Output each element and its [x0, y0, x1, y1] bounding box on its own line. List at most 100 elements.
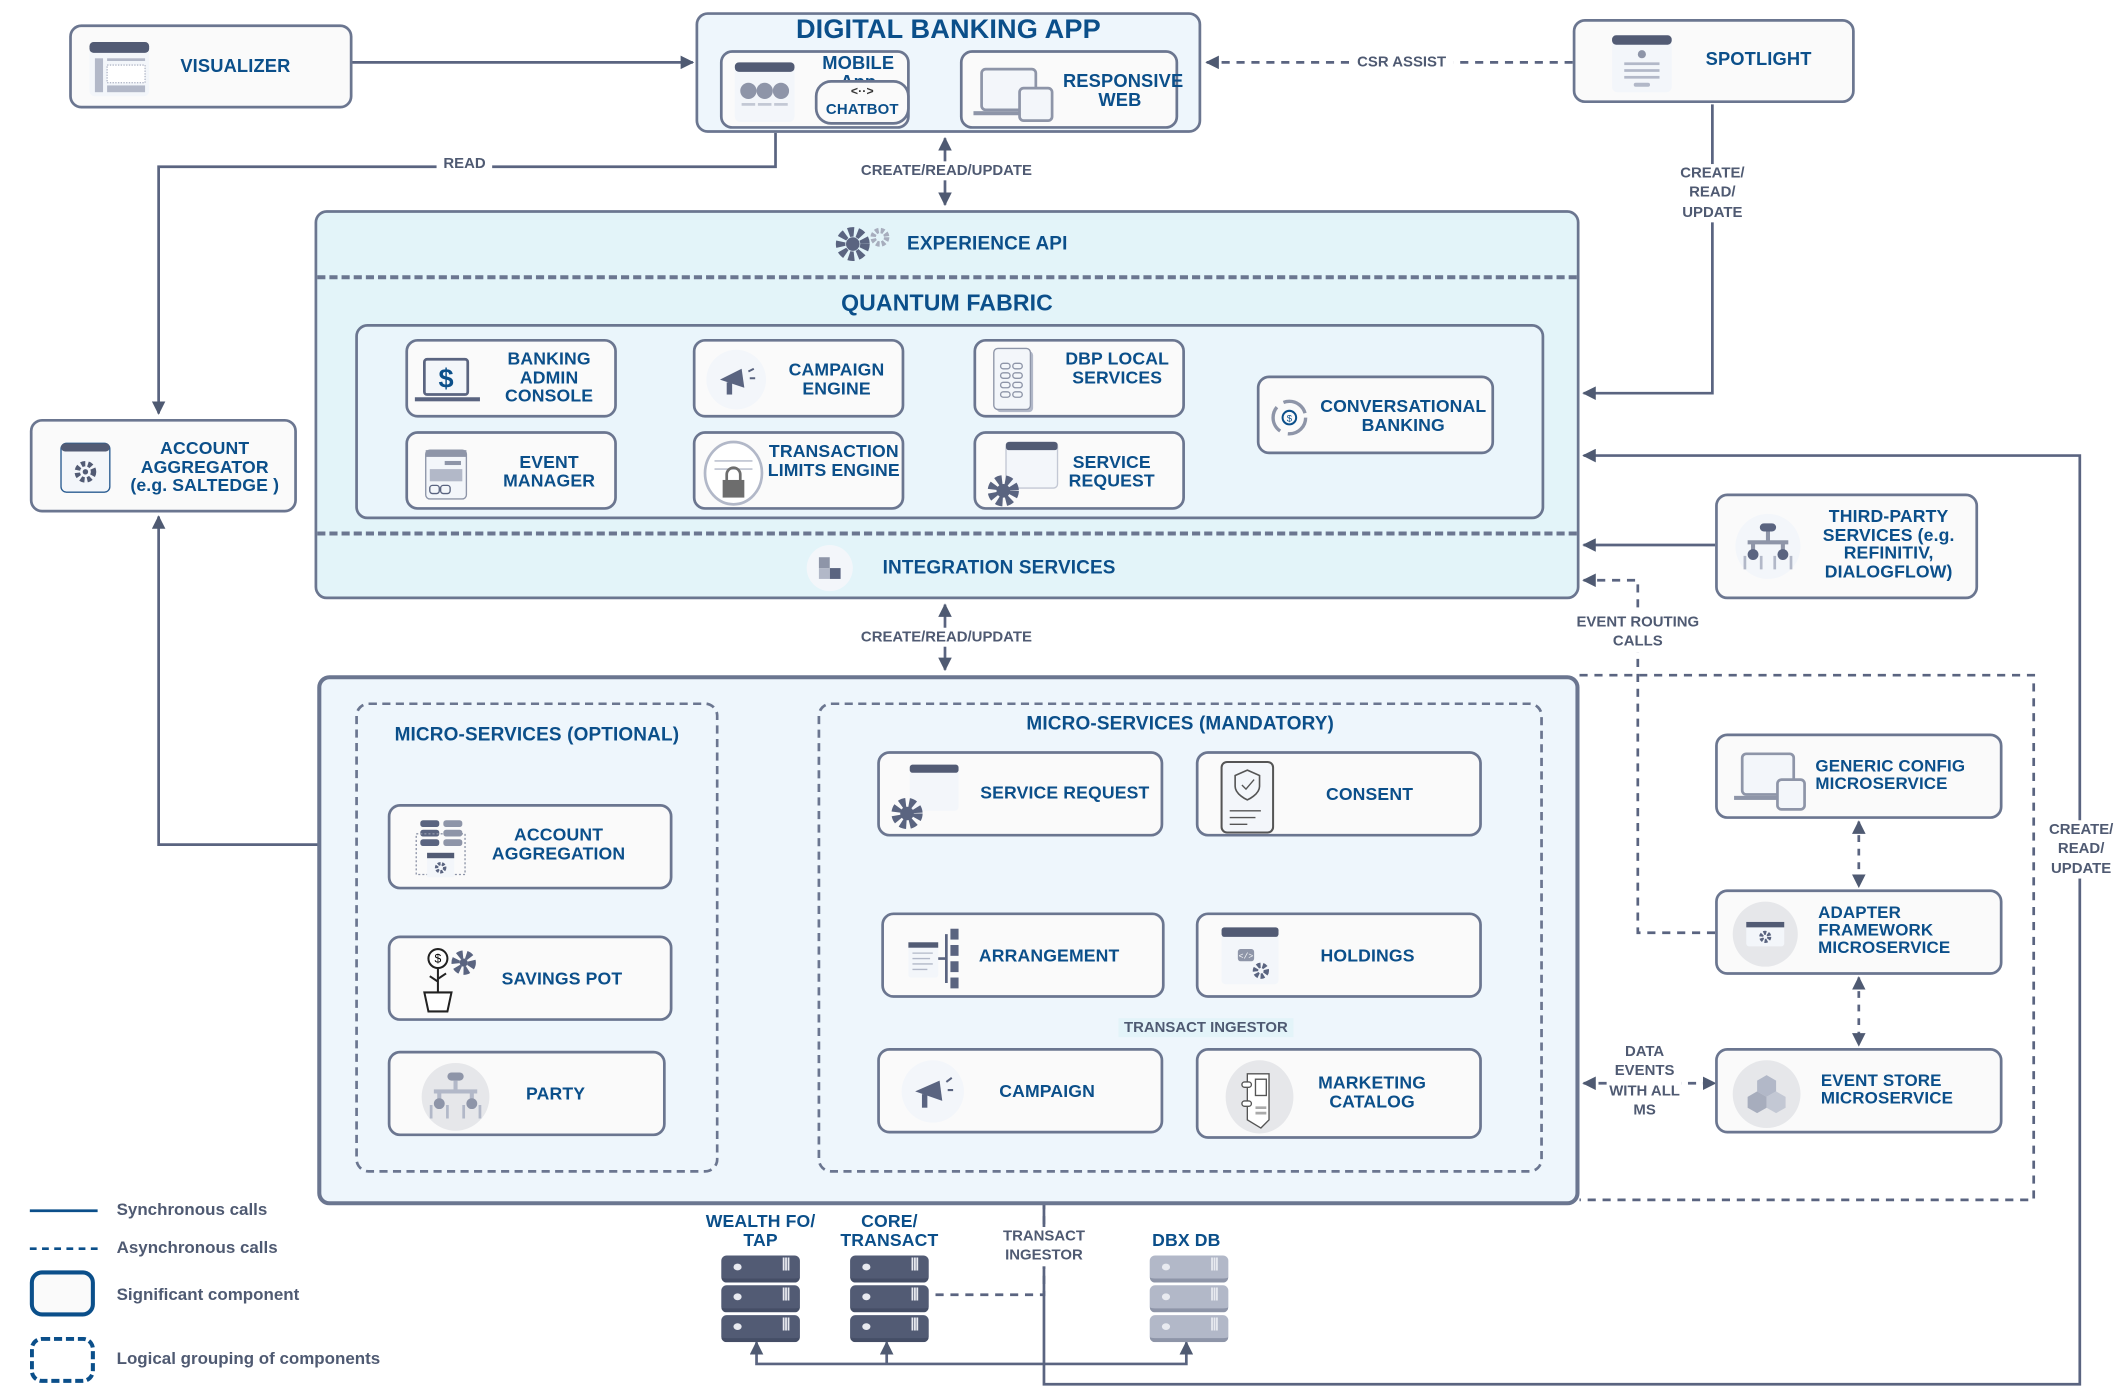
consent-box[interactable]: CONSENT — [1195, 751, 1482, 837]
campaign-label: CAMPAIGN — [999, 1080, 1095, 1101]
devices-icon — [1734, 752, 1806, 811]
experience-divider — [317, 275, 1577, 280]
digital-banking-app-title: DIGITAL BANKING APP — [795, 14, 1101, 45]
crud-top-label: CREATE/READ/UPDATE — [856, 161, 1036, 181]
qf-service-request-box[interactable]: SERVICE REQUEST — [973, 431, 1185, 510]
quantum-fabric-title: QUANTUM FABRIC — [841, 290, 1053, 316]
settings-window-icon — [891, 764, 959, 830]
event-store-label: EVENT STORE MICROSERVICE — [1820, 1071, 1954, 1108]
wealth-server-icon[interactable] — [721, 1255, 800, 1344]
holdings-label: HOLDINGS — [1320, 944, 1415, 966]
holdings-box[interactable]: </> HOLDINGS — [1195, 912, 1482, 998]
mobile-app-box[interactable]: MOBILE App <··> CHATBOT — [719, 50, 910, 129]
side-group-boundary — [1579, 673, 2036, 1202]
digital-banking-app-box[interactable]: DIGITAL BANKING APP MOBILE App <··> CHAT… — [695, 12, 1202, 133]
megaphone-icon — [706, 349, 767, 410]
third-party-services-box[interactable]: THIRD-PARTY SERVICES (e.g. REFINITIV, DI… — [1715, 493, 1979, 600]
legend-significant-swatch — [29, 1270, 95, 1317]
account-aggregator-label: ACCOUNT AGGREGATOR (e.g. SALTEDGE ) — [130, 437, 280, 496]
svg-text:$: $ — [1287, 414, 1293, 425]
chatbot-box[interactable]: <··> CHATBOT — [814, 79, 910, 125]
dbp-local-services-box[interactable]: DBP LOCAL SERVICES — [973, 338, 1185, 418]
integration-divider — [317, 531, 1577, 536]
campaign-engine-label: CAMPAIGN ENGINE — [788, 359, 885, 399]
mobile-app-icon — [734, 62, 795, 123]
list-tree-icon — [908, 928, 959, 989]
chatbot-label: CHATBOT — [825, 101, 899, 118]
optional-group: MICRO-SERVICES (OPTIONAL) — [355, 702, 719, 1173]
legend-significant-label: Significant component — [116, 1285, 300, 1305]
marketing-catalog-box[interactable]: MARKETING CATALOG — [1195, 1048, 1482, 1139]
settings-window-icon — [987, 441, 1059, 507]
savings-pot-label: SAVINGS POT — [501, 968, 623, 989]
qf-service-request-label: SERVICE REQUEST — [1068, 451, 1155, 491]
banking-admin-console-box[interactable]: $ BANKING ADMIN CONSOLE — [405, 338, 617, 418]
arrangement-box[interactable]: ARRANGEMENT — [881, 912, 1165, 998]
optional-group-title: MICRO-SERVICES (OPTIONAL) — [394, 722, 680, 745]
transaction-limits-engine-label: TRANSACTION LIMITS ENGINE — [767, 440, 900, 480]
transaction-limits-engine-box[interactable]: TRANSACTION LIMITS ENGINE — [692, 431, 905, 510]
laptop-dollar-icon: $ — [414, 357, 480, 402]
adapter-framework-box[interactable]: ADAPTER FRAMEWORK MICROSERVICE — [1715, 889, 2003, 975]
legend-sync-label: Synchronous calls — [116, 1199, 268, 1219]
core-label: CORE/ TRANSACT — [840, 1210, 939, 1250]
svg-text:$: $ — [435, 952, 442, 966]
generic-config-box[interactable]: GENERIC CONFIG MICROSERVICE — [1715, 733, 2003, 819]
conversational-banking-box[interactable]: $ CONVERSATIONAL BANKING — [1256, 375, 1495, 455]
ms-service-request-box[interactable]: SERVICE REQUEST — [877, 751, 1164, 837]
consent-label: CONSENT — [1325, 783, 1414, 804]
arrangement-label: ARRANGEMENT — [978, 944, 1120, 966]
transact-ingestor-outer-label: TRANSACT INGESTOR — [995, 1226, 1093, 1266]
savings-pot-box[interactable]: $ SAVINGS POT — [387, 935, 673, 1021]
microservices-container: MICRO-SERVICES (OPTIONAL) MICRO-SERVICES… — [317, 675, 1580, 1206]
transact-ingestor-inner-label: TRANSACT INGESTOR — [1118, 1018, 1294, 1038]
cubes-icon — [1732, 1060, 1801, 1129]
responsive-web-box[interactable]: RESPONSIVE WEB — [959, 50, 1184, 129]
data-events-label: DATA EVENTS WITH ALL MS — [1607, 1042, 1682, 1121]
crud-mid-label: CREATE/READ/UPDATE — [856, 627, 1036, 648]
keypad-device-icon — [993, 347, 1034, 413]
campaign-engine-box[interactable]: CAMPAIGN ENGINE — [692, 338, 905, 418]
banking-admin-console-label: BANKING ADMIN CONSOLE — [505, 348, 594, 406]
visualizer-label: VISUALIZER — [180, 55, 291, 76]
right-crud-line — [1042, 448, 2082, 1386]
window-layout-icon — [89, 42, 150, 97]
read-label: READ — [436, 154, 493, 174]
spotlight-crud-line — [1582, 104, 1714, 400]
account-aggregator-box[interactable]: ACCOUNT AGGREGATOR (e.g. SALTEDGE ) — [29, 418, 297, 513]
catalog-icon — [1225, 1060, 1294, 1134]
settings-window-icon — [60, 442, 111, 493]
document-icon — [1612, 35, 1672, 93]
hierarchy-icon — [421, 1062, 490, 1131]
event-store-box[interactable]: EVENT STORE MICROSERVICE — [1715, 1048, 2003, 1134]
spotlight-box[interactable]: SPOTLIGHT — [1572, 18, 1855, 104]
puzzle-icon — [806, 545, 853, 592]
svg-text:</>: </> — [1239, 952, 1254, 962]
aggregation-to-aggregator-line — [151, 515, 387, 847]
experience-api-label: EXPERIENCE API — [907, 231, 1068, 254]
core-server-icon[interactable] — [850, 1255, 929, 1344]
party-box[interactable]: PARTY — [387, 1050, 666, 1137]
hierarchy-icon — [1735, 513, 1801, 579]
code-window-gear-icon: </> — [1221, 927, 1279, 985]
event-window-icon — [425, 449, 468, 500]
shield-document-icon — [1220, 760, 1275, 834]
campaign-box[interactable]: CAMPAIGN — [877, 1048, 1164, 1134]
event-manager-box[interactable]: EVENT MANAGER — [405, 431, 617, 510]
dbx-server-icon[interactable] — [1149, 1255, 1229, 1344]
wealth-label: WEALTH FO/ TAP — [705, 1210, 816, 1250]
conversational-banking-label: CONVERSATIONAL BANKING — [1320, 395, 1487, 435]
code-icon: <··> — [850, 84, 874, 98]
crud-right-label: CREATE/ READ/ UPDATE — [2044, 820, 2115, 879]
visualizer-box[interactable]: VISUALIZER — [69, 24, 353, 109]
megaphone-icon — [901, 1060, 964, 1123]
third-party-services-label: THIRD-PARTY SERVICES (e.g. REFINITIV, DI… — [1822, 505, 1955, 582]
event-routing-line — [1582, 573, 1716, 935]
quantum-components-panel: $ BANKING ADMIN CONSOLE EVENT MANAGER CA… — [355, 324, 1545, 520]
devices-icon — [973, 67, 1054, 123]
responsive-web-label: RESPONSIVE WEB — [1062, 70, 1184, 111]
account-aggregation-box[interactable]: ACCOUNT AGGREGATION — [387, 803, 673, 890]
account-aggregation-label: ACCOUNT AGGREGATION — [491, 824, 626, 864]
spotlight-label: SPOTLIGHT — [1705, 48, 1812, 70]
